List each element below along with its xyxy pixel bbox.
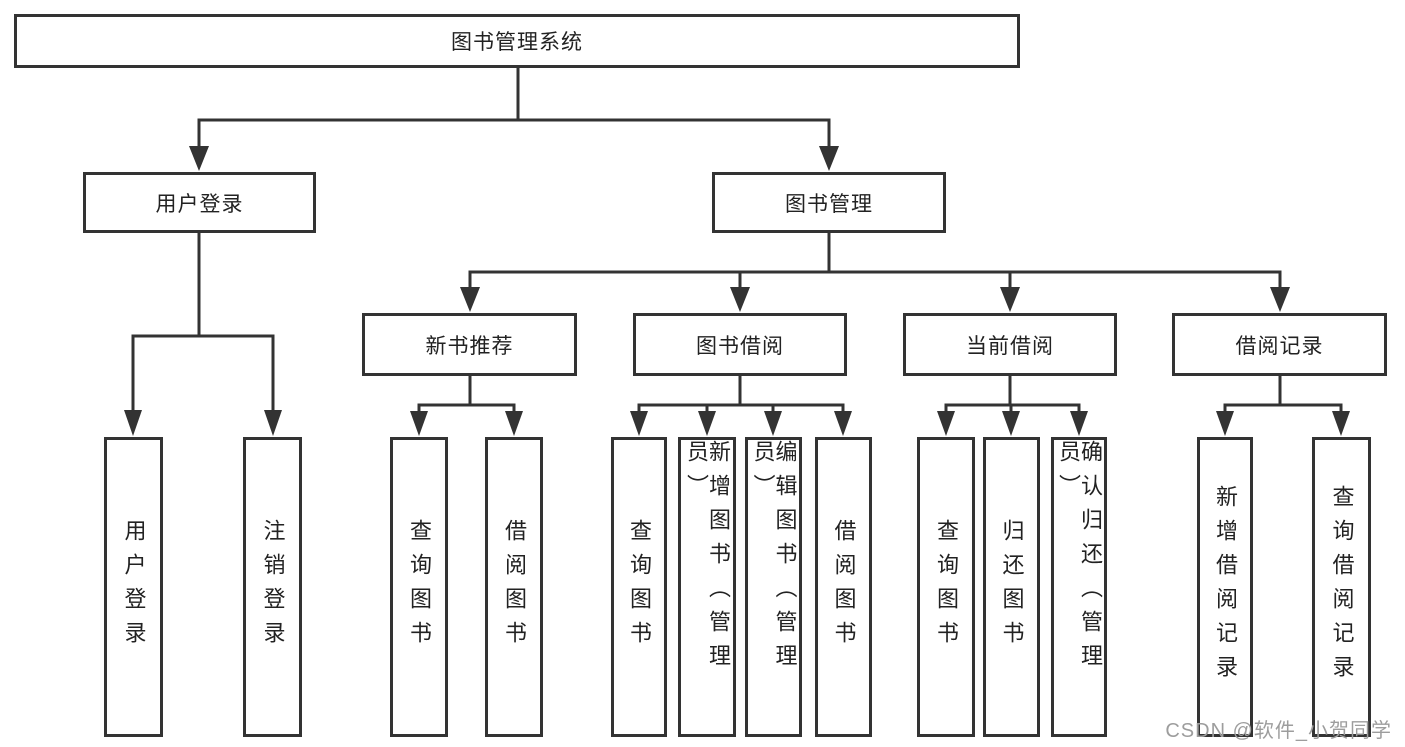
node-new-book-recommend: 新书推荐	[362, 313, 577, 376]
connector-new-book-rec-children	[410, 376, 523, 436]
leaf-bb-add-books-admin: 新增图书（管理员）	[678, 437, 736, 737]
leaf-cb-query-books: 查询图书	[917, 437, 975, 737]
node-current-borrow: 当前借阅	[903, 313, 1117, 376]
node-label: 图书借阅	[696, 334, 784, 358]
leaf-bb-query-books: 查询图书	[611, 437, 667, 737]
leaf-logout: 注销登录	[243, 437, 302, 737]
connector-borrow-records-children	[1216, 376, 1350, 436]
node-label: 借阅图书	[502, 519, 527, 655]
node-label: 图书管理系统	[451, 31, 583, 54]
connector-book-mgmt-children	[460, 233, 1290, 312]
node-book-borrow: 图书借阅	[633, 313, 847, 376]
leaf-br-query-borrow-record: 查询借阅记录	[1312, 437, 1371, 737]
node-label: 新书推荐	[425, 334, 514, 358]
connector-user-login-children	[124, 233, 282, 436]
node-label: 用户登录	[155, 192, 244, 216]
node-label: 确认归还（管理员）	[1056, 440, 1103, 678]
node-label: 查询图书	[627, 519, 652, 655]
node-label: 图书管理	[785, 192, 873, 216]
node-label: 查询借阅记录	[1329, 485, 1355, 689]
node-label: 归还图书	[999, 519, 1025, 655]
node-borrow-records: 借阅记录	[1172, 313, 1387, 376]
leaf-nbr-query-books: 查询图书	[390, 437, 448, 737]
node-root: 图书管理系统	[14, 14, 1020, 68]
connector-root-to-level2	[189, 68, 839, 171]
node-label: 查询图书	[934, 519, 959, 655]
leaf-cb-confirm-return-admin: 确认归还（管理员）	[1051, 437, 1107, 737]
node-book-management: 图书管理	[712, 172, 946, 233]
node-label: 编辑图书（管理员）	[750, 440, 798, 678]
leaf-bb-edit-books-admin: 编辑图书（管理员）	[745, 437, 802, 737]
node-label: 当前借阅	[966, 334, 1054, 358]
node-label: 注销登录	[260, 519, 286, 655]
leaf-user-login: 用户登录	[104, 437, 163, 737]
connector-current-borrow-children	[937, 376, 1088, 436]
node-label: 查询图书	[407, 519, 432, 655]
node-label: 借阅记录	[1235, 334, 1324, 358]
csdn-watermark: CSDN @软件_小贺同学	[1165, 720, 1392, 742]
node-label: 借阅图书	[831, 519, 857, 655]
leaf-cb-return-books: 归还图书	[983, 437, 1040, 737]
node-label: 新增图书（管理员）	[684, 440, 731, 678]
leaf-bb-borrow-books: 借阅图书	[815, 437, 872, 737]
node-user-login-group: 用户登录	[83, 172, 316, 233]
leaf-nbr-borrow-books: 借阅图书	[485, 437, 543, 737]
node-label: 新增借阅记录	[1213, 485, 1238, 689]
connector-book-borrow-children	[630, 376, 852, 436]
node-label: 用户登录	[121, 519, 147, 655]
leaf-br-add-borrow-record: 新增借阅记录	[1197, 437, 1253, 737]
